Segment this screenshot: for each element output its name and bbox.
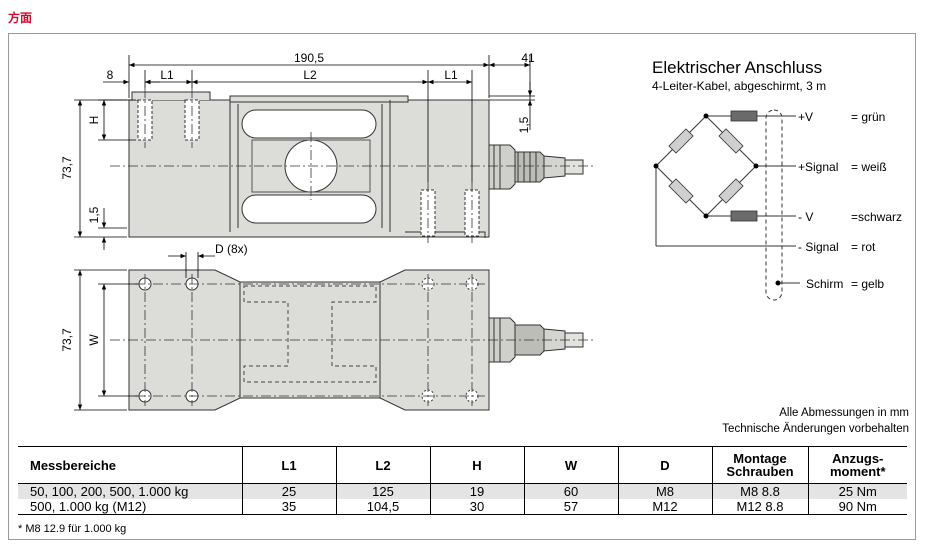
header-h: H <box>429 446 524 484</box>
table-cell: 125 <box>335 483 430 499</box>
table-cell: 57 <box>523 499 618 515</box>
wire-color-shield: = gelb <box>851 277 884 291</box>
wiring-diagram: Elektrischer Anschluss 4-Leiter-Kabel, a… <box>652 58 902 301</box>
dim-w: W <box>87 334 101 346</box>
dim-height: 73,7 <box>60 156 74 180</box>
wire-color-plus-signal: = weiß <box>851 160 887 174</box>
table-cell: M12 8.8 <box>711 499 808 515</box>
table-header-row: Messbereiche L1 L2 H W D Montage Schraub… <box>18 446 907 484</box>
wire-color-plus-v: = grün <box>851 110 885 124</box>
header-d: D <box>617 446 712 484</box>
table-row: 50, 100, 200, 500, 1.000 kg 25 125 19 60… <box>18 483 907 499</box>
table-cell: M8 <box>617 483 712 499</box>
dim-connector: 41 <box>521 51 535 65</box>
table-cell: M8 8.8 <box>711 483 808 499</box>
note-dimensions: Alle Abmessungen in mm <box>779 407 909 419</box>
wiring-subtitle: 4-Leiter-Kabel, abgeschirmt, 3 m <box>652 79 826 93</box>
dim-l1-right: L1 <box>444 68 458 82</box>
dim-l2: L2 <box>303 68 317 82</box>
table-cell: 35 <box>241 499 336 515</box>
wire-label-plus-signal: +Signal <box>798 160 838 174</box>
table-cell: 30 <box>429 499 524 515</box>
wire-label-plus-v: +V <box>798 110 813 124</box>
dim-offset: 8 <box>107 68 114 82</box>
wire-label-minus-v: - V <box>798 210 813 224</box>
page-heading: 方面 <box>8 11 33 25</box>
wiring-title: Elektrischer Anschluss <box>652 58 822 77</box>
wire-color-minus-v: =schwarz <box>851 210 902 224</box>
dim-l1-left: L1 <box>160 68 174 82</box>
header-messbereiche: Messbereiche <box>30 457 116 473</box>
table-cell: 60 <box>523 483 618 499</box>
table-row: 500, 1.000 kg (M12) 35 104,5 30 57 M12 M… <box>18 499 907 515</box>
spec-table: Messbereiche L1 L2 H W D Montage Schraub… <box>18 446 907 515</box>
footnote: * M8 12.9 für 1.000 kg <box>18 523 127 535</box>
wire-label-shield: Schirm <box>806 277 843 291</box>
table-cell: 50, 100, 200, 500, 1.000 kg <box>18 483 242 499</box>
wire-label-minus-signal: - Signal <box>798 240 839 254</box>
note-changes: Technische Änderungen vorbehalten <box>722 423 909 435</box>
dim-h: H <box>87 116 101 125</box>
table-cell: M12 <box>617 499 712 515</box>
side-view <box>128 91 584 238</box>
table-cell: 25 Nm <box>807 483 907 499</box>
table-cell: 500, 1.000 kg (M12) <box>30 498 147 514</box>
header-l1: L1 <box>241 446 336 484</box>
table-cell: 104,5 <box>335 499 430 515</box>
header-anzugsmoment: Anzugs- moment* <box>807 446 907 484</box>
header-w: W <box>523 446 618 484</box>
header-montage-schrauben: Montage Schrauben <box>711 446 808 484</box>
dim-1-5-bottom: 1,5 <box>87 206 101 223</box>
table-cell: 25 <box>241 483 336 499</box>
table-cell: 90 Nm <box>807 499 907 515</box>
dim-height-bottom: 73,7 <box>60 328 74 352</box>
wire-color-minus-signal: = rot <box>851 240 876 254</box>
dim-total-length: 190,5 <box>294 51 324 65</box>
header-l2: L2 <box>335 446 430 484</box>
dim-1-5-top: 1,5 <box>517 116 531 133</box>
dim-d: D (8x) <box>215 242 248 256</box>
table-cell: 19 <box>429 483 524 499</box>
